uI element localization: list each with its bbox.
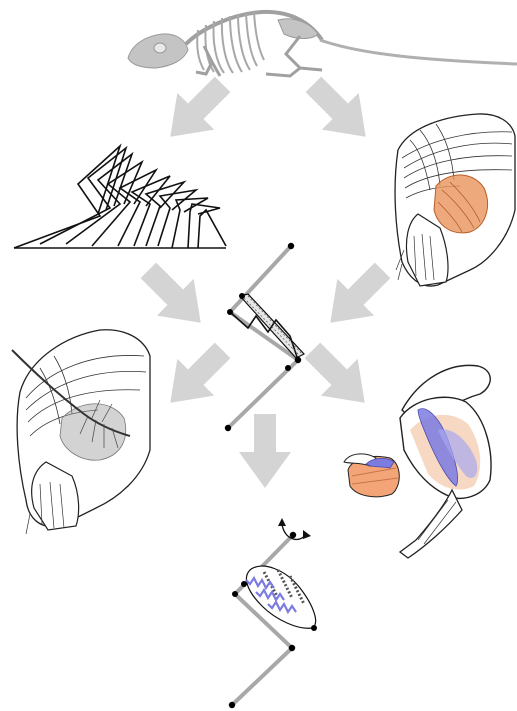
forelimb-muscle-orange-illustration: [395, 114, 515, 286]
pelvis: [278, 19, 318, 39]
joint-bottom: [229, 702, 235, 708]
eye-socket: [154, 43, 166, 53]
arrow-mid-left: [130, 252, 219, 341]
joint-insertion: [311, 625, 317, 631]
forelimb-fiber-tract-illustration: [12, 330, 150, 534]
arrow-lower-right: [294, 332, 383, 421]
joint-insertion: [285, 365, 291, 371]
arrow-top-left: [152, 66, 241, 155]
arrow-lower-left: [152, 332, 241, 421]
limb-segment-lower: [232, 648, 292, 705]
rotation-arrowhead-a: [278, 518, 286, 526]
flow-arrows: [130, 66, 401, 488]
pennate-muscle-model: [229, 518, 317, 708]
rib-cage: [197, 12, 264, 73]
lumped-muscle-model: [225, 243, 304, 431]
orange-muscle: [434, 175, 488, 233]
joint-bottom: [225, 425, 231, 431]
rotation-arrowhead-b: [303, 530, 311, 539]
joint-elbow: [227, 309, 233, 315]
arrow-mid-right: [312, 252, 401, 341]
rat-skeleton-illustration: [128, 12, 517, 76]
joint-origin: [241, 581, 247, 587]
muscle-architecture-illustration: [344, 365, 491, 558]
joint-top: [290, 532, 296, 538]
joint-origin: [239, 293, 245, 299]
joint-wrist: [289, 645, 295, 651]
limb-segment-upper: [230, 246, 291, 312]
arrow-top-right: [295, 66, 384, 155]
joint-top: [288, 243, 294, 249]
joint-elbow: [232, 591, 238, 597]
hindlimb-bones: [266, 36, 322, 76]
stick-figure-gait-illustration: [14, 146, 226, 248]
joint-wrist: [295, 357, 301, 363]
tail: [320, 40, 517, 64]
lower-arm: [400, 490, 462, 558]
arrow-bottom-center: [239, 414, 291, 488]
